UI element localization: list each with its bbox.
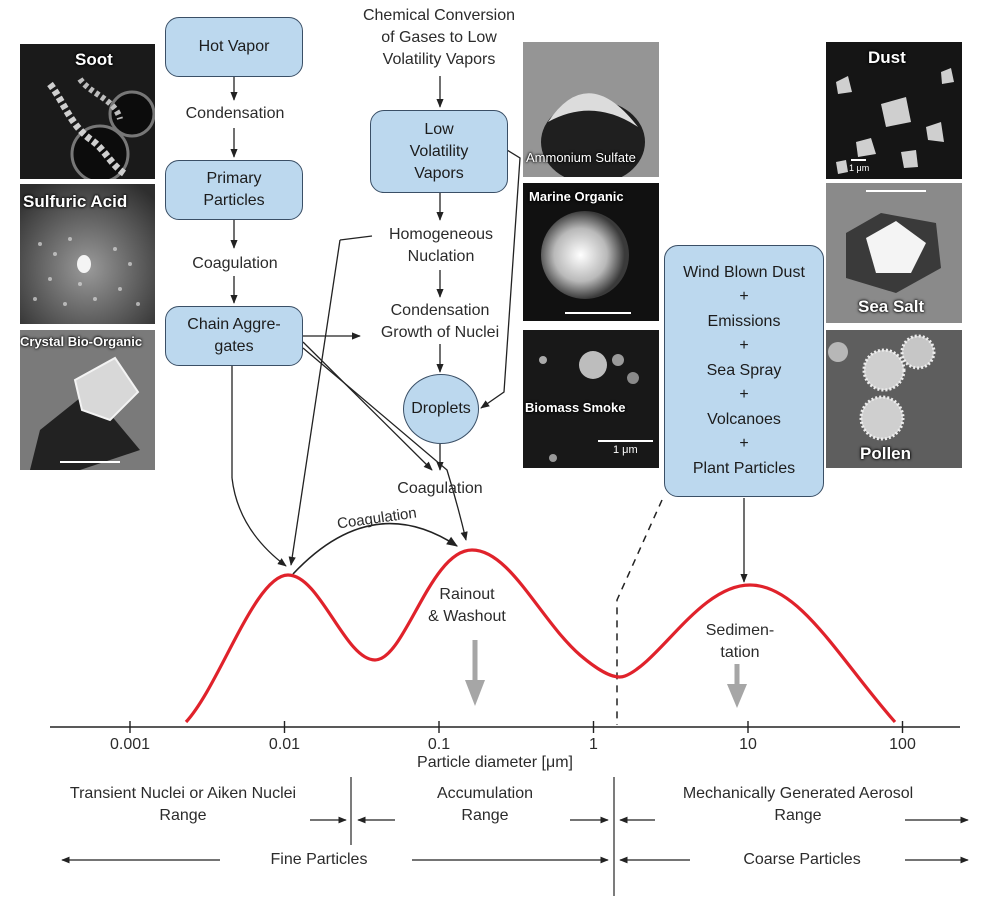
photo-marine-organic: Marine Organic xyxy=(523,183,659,321)
chemical-conversion-label: Chemical Conversion of Gases to Low Vola… xyxy=(362,7,516,68)
dashed-fine-coarse-divider xyxy=(616,499,663,725)
photo-sea-salt: Sea Salt xyxy=(826,183,962,323)
x-tick-label: 0.001 xyxy=(109,736,151,753)
hot-vapor-box: Hot Vapor xyxy=(165,17,303,77)
sea-salt-label: Sea Salt xyxy=(858,297,925,316)
accumulation-range-label: Accumulation Range xyxy=(436,785,534,824)
photo-ammonium-sulfate: Ammonium Sulfate xyxy=(523,42,659,177)
condensation-label: Condensation xyxy=(185,105,285,122)
marine-organic-image xyxy=(541,211,631,314)
sulfuric-acid-label: Sulfuric Acid xyxy=(23,192,128,211)
fine-particles-label: Fine Particles xyxy=(270,851,368,868)
chain-aggregates-box: Chain Aggre- gates xyxy=(165,306,303,366)
x-tick-label: 10 xyxy=(739,736,757,753)
condensation-growth-label: Condensation Growth of Nuclei xyxy=(380,302,500,341)
sedimentation-label: Sedimen- tation xyxy=(705,622,775,661)
photo-biomass-smoke: Biomass Smoke 1 μm xyxy=(523,330,659,468)
dust-image xyxy=(836,68,954,174)
crystal-bio-organic-image xyxy=(20,330,155,470)
rainout-washout-label: Rainout & Washout xyxy=(428,586,506,625)
coagulation-arc xyxy=(292,522,458,575)
soot-image xyxy=(47,77,155,179)
pollen-label: Pollen xyxy=(860,444,912,463)
marine-organic-label: Marine Organic xyxy=(529,189,624,204)
ammonium-sulfate-label: Ammonium Sulfate xyxy=(526,150,636,165)
arrow-chain-to-coagulation2 xyxy=(302,341,433,471)
arrow-chain-to-nuclei-peak xyxy=(231,477,287,567)
nuclei-range-label: Transient Nuclei or Aiken Nuclei Range xyxy=(69,785,297,824)
coarse-sources-box: Wind Blown Dust + Emissions + Sea Spray … xyxy=(664,245,824,497)
x-tick-label: 100 xyxy=(889,736,916,753)
ammonium-sulfate-image xyxy=(523,42,659,177)
mechanical-range-label: Mechanically Generated Aerosol Range xyxy=(682,785,914,824)
biomass-smoke-image xyxy=(539,351,653,462)
coagulation-label-2: Coagulation xyxy=(397,480,483,497)
x-tick-label: 0.01 xyxy=(268,736,301,753)
low-volatility-box: Low Volatility Vapors xyxy=(370,110,508,193)
rainout-gray-arrow xyxy=(465,640,485,706)
crystal-bio-organic-label: Crystal Bio-Organic xyxy=(20,334,143,349)
photo-crystal-bio-organic: Crystal Bio-Organic xyxy=(20,330,155,470)
homogeneous-nuclation-label: Homogeneous Nuclation xyxy=(388,226,494,265)
x-tick-label: 0.1 xyxy=(427,736,451,753)
photo-pollen: Pollen xyxy=(826,330,962,468)
sedimentation-gray-arrow xyxy=(727,664,747,708)
droplets-circle: Droplets xyxy=(403,374,479,444)
dust-scale-label: 1 μm xyxy=(849,163,870,173)
x-tick-label: 1 xyxy=(589,736,598,753)
biomass-scale-label: 1 μm xyxy=(613,444,638,456)
arrow-nuclation-to-nuclei-peak xyxy=(288,239,341,566)
biomass-smoke-label: Biomass Smoke xyxy=(525,400,626,415)
line-nuclation-to-nuclei-peak xyxy=(339,235,373,241)
coagulation-label-1: Coagulation xyxy=(192,255,278,272)
soot-label: Soot xyxy=(75,50,113,69)
arrow-chain-to-accum-peak xyxy=(302,347,468,541)
sulfuric-acid-image xyxy=(20,184,155,324)
photo-soot: Soot xyxy=(20,44,155,179)
arrow-lowvol-to-droplets xyxy=(480,149,521,409)
size-distribution-curve xyxy=(184,548,897,724)
x-axis-label: Particle diameter [μm] xyxy=(417,754,573,771)
photo-dust: Dust 1 μm xyxy=(826,42,962,179)
coarse-particles-label: Coarse Particles xyxy=(743,851,861,868)
sea-salt-image xyxy=(826,183,962,323)
primary-particles-box: Primary Particles xyxy=(165,160,303,220)
dust-label: Dust xyxy=(868,48,906,67)
x-axis-ticks xyxy=(129,721,904,733)
pollen-image xyxy=(826,330,962,468)
photo-sulfuric-acid: Sulfuric Acid xyxy=(20,184,155,324)
